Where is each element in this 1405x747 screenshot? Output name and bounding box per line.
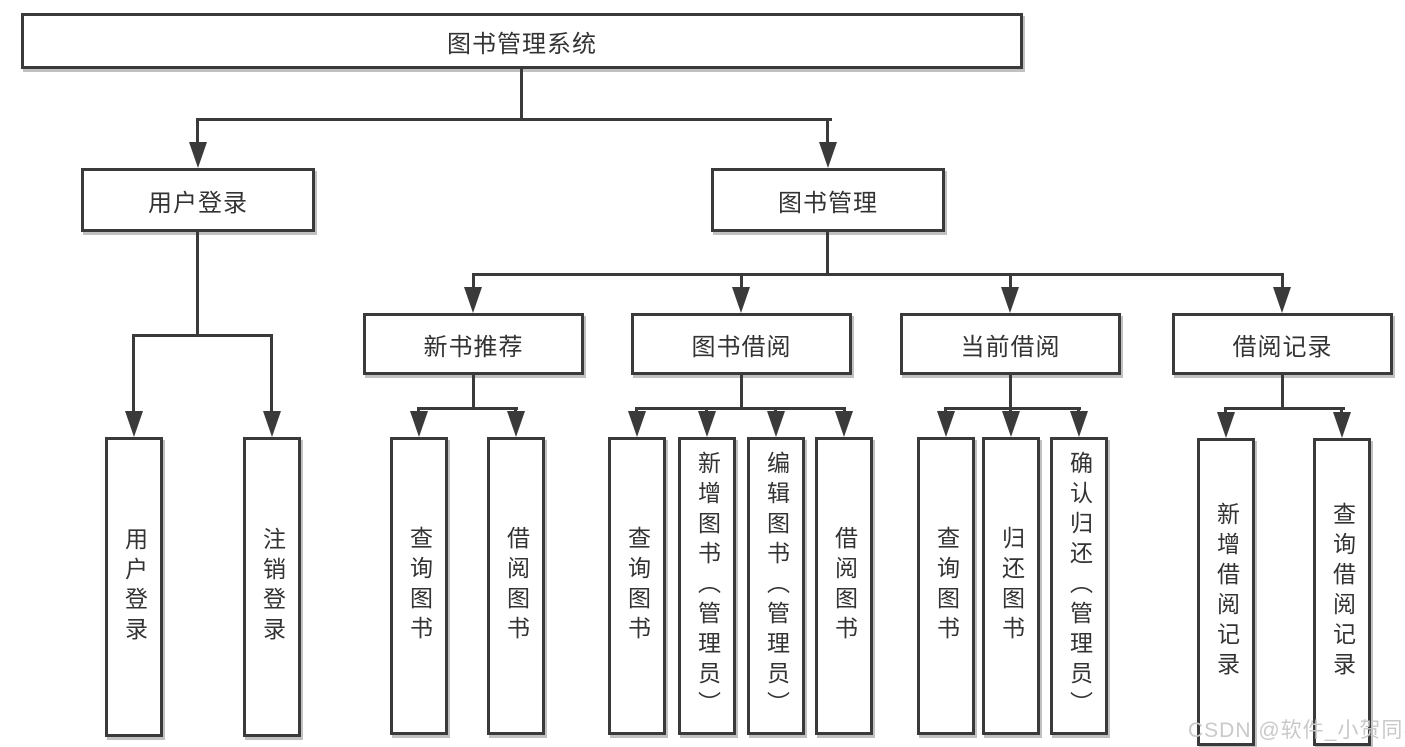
arrow-down-icon bbox=[263, 411, 281, 437]
leaf-bb-add-books-admin: 新增图书（管理员） bbox=[678, 437, 736, 735]
connector-level2-rail bbox=[196, 118, 832, 121]
leaf-br-add-record: 新增借阅记录 bbox=[1197, 438, 1255, 746]
connector-user-login-stem bbox=[196, 232, 199, 334]
connector-leaf-drop bbox=[132, 334, 135, 412]
connector-book-mgmt-drop bbox=[826, 118, 829, 144]
connector-user-login-drop bbox=[196, 118, 199, 144]
node-new-book-recommend: 新书推荐 bbox=[363, 313, 584, 375]
node-root: 图书管理系统 bbox=[21, 13, 1023, 69]
connector-root-stem bbox=[520, 69, 523, 118]
connector-current-borrow-stem bbox=[1009, 375, 1012, 407]
connector-user-login-rail bbox=[132, 334, 273, 337]
leaf-nb-borrow-books: 借阅图书 bbox=[487, 437, 545, 735]
leaf-br-query-record: 查询借阅记录 bbox=[1313, 438, 1371, 746]
arrow-down-icon bbox=[1001, 287, 1019, 313]
arrow-down-icon bbox=[410, 411, 428, 437]
leaf-bb-edit-books-admin: 编辑图书（管理员） bbox=[747, 437, 805, 735]
arrow-down-icon bbox=[1070, 411, 1088, 437]
leaf-cb-return-books: 归还图书 bbox=[982, 437, 1040, 735]
connector-book-borrow-drop bbox=[740, 273, 743, 289]
connector-book-borrow-stem bbox=[740, 375, 743, 407]
arrow-down-icon bbox=[507, 411, 525, 437]
arrow-down-icon bbox=[835, 411, 853, 437]
leaf-logout: 注销登录 bbox=[243, 437, 301, 737]
connector-current-borrow-rail bbox=[944, 407, 1081, 410]
connector-new-book-rail bbox=[417, 407, 518, 410]
arrow-down-icon bbox=[628, 411, 646, 437]
arrow-down-icon bbox=[767, 411, 785, 437]
arrow-down-icon bbox=[1333, 412, 1351, 438]
connector-new-book-drop bbox=[472, 273, 475, 289]
connector-borrow-record-drop bbox=[1281, 273, 1284, 289]
leaf-nb-query-books: 查询图书 bbox=[390, 437, 448, 735]
leaf-user-login: 用户登录 bbox=[105, 437, 163, 737]
connector-leaf-drop bbox=[1224, 407, 1227, 416]
arrow-down-icon bbox=[1217, 412, 1235, 438]
arrow-down-icon bbox=[1002, 411, 1020, 437]
leaf-bb-query-books: 查询图书 bbox=[608, 437, 666, 735]
connector-leaf-drop bbox=[270, 334, 273, 412]
csdn-watermark: CSDN @软件_小贺同学 bbox=[1188, 719, 1405, 742]
node-book-borrowing: 图书借阅 bbox=[631, 313, 852, 375]
arrow-down-icon bbox=[1273, 287, 1291, 313]
arrow-down-icon bbox=[937, 411, 955, 437]
arrow-down-icon bbox=[125, 411, 143, 437]
connector-borrow-record-rail bbox=[1224, 407, 1345, 410]
node-user-login: 用户登录 bbox=[81, 168, 315, 232]
connector-new-book-stem bbox=[472, 375, 475, 407]
connector-leaf-drop bbox=[1340, 407, 1343, 416]
node-current-borrowing: 当前借阅 bbox=[900, 313, 1121, 375]
leaf-bb-borrow-books: 借阅图书 bbox=[815, 437, 873, 735]
arrow-down-icon bbox=[464, 287, 482, 313]
connector-book-mgmt-stem bbox=[826, 232, 829, 273]
arrow-down-icon bbox=[189, 142, 207, 168]
connector-borrow-record-stem bbox=[1281, 375, 1284, 407]
leaf-cb-confirm-return-admin: 确认归还（管理员） bbox=[1050, 437, 1108, 735]
node-borrowing-records: 借阅记录 bbox=[1172, 313, 1393, 375]
connector-current-borrow-drop bbox=[1009, 273, 1012, 289]
arrow-down-icon bbox=[698, 411, 716, 437]
arrow-down-icon bbox=[732, 287, 750, 313]
connector-level3-rail bbox=[472, 273, 1284, 276]
node-book-management: 图书管理 bbox=[711, 168, 945, 232]
connector-book-borrow-rail bbox=[635, 407, 846, 410]
leaf-cb-query-books: 查询图书 bbox=[917, 437, 975, 735]
arrow-down-icon bbox=[819, 142, 837, 168]
